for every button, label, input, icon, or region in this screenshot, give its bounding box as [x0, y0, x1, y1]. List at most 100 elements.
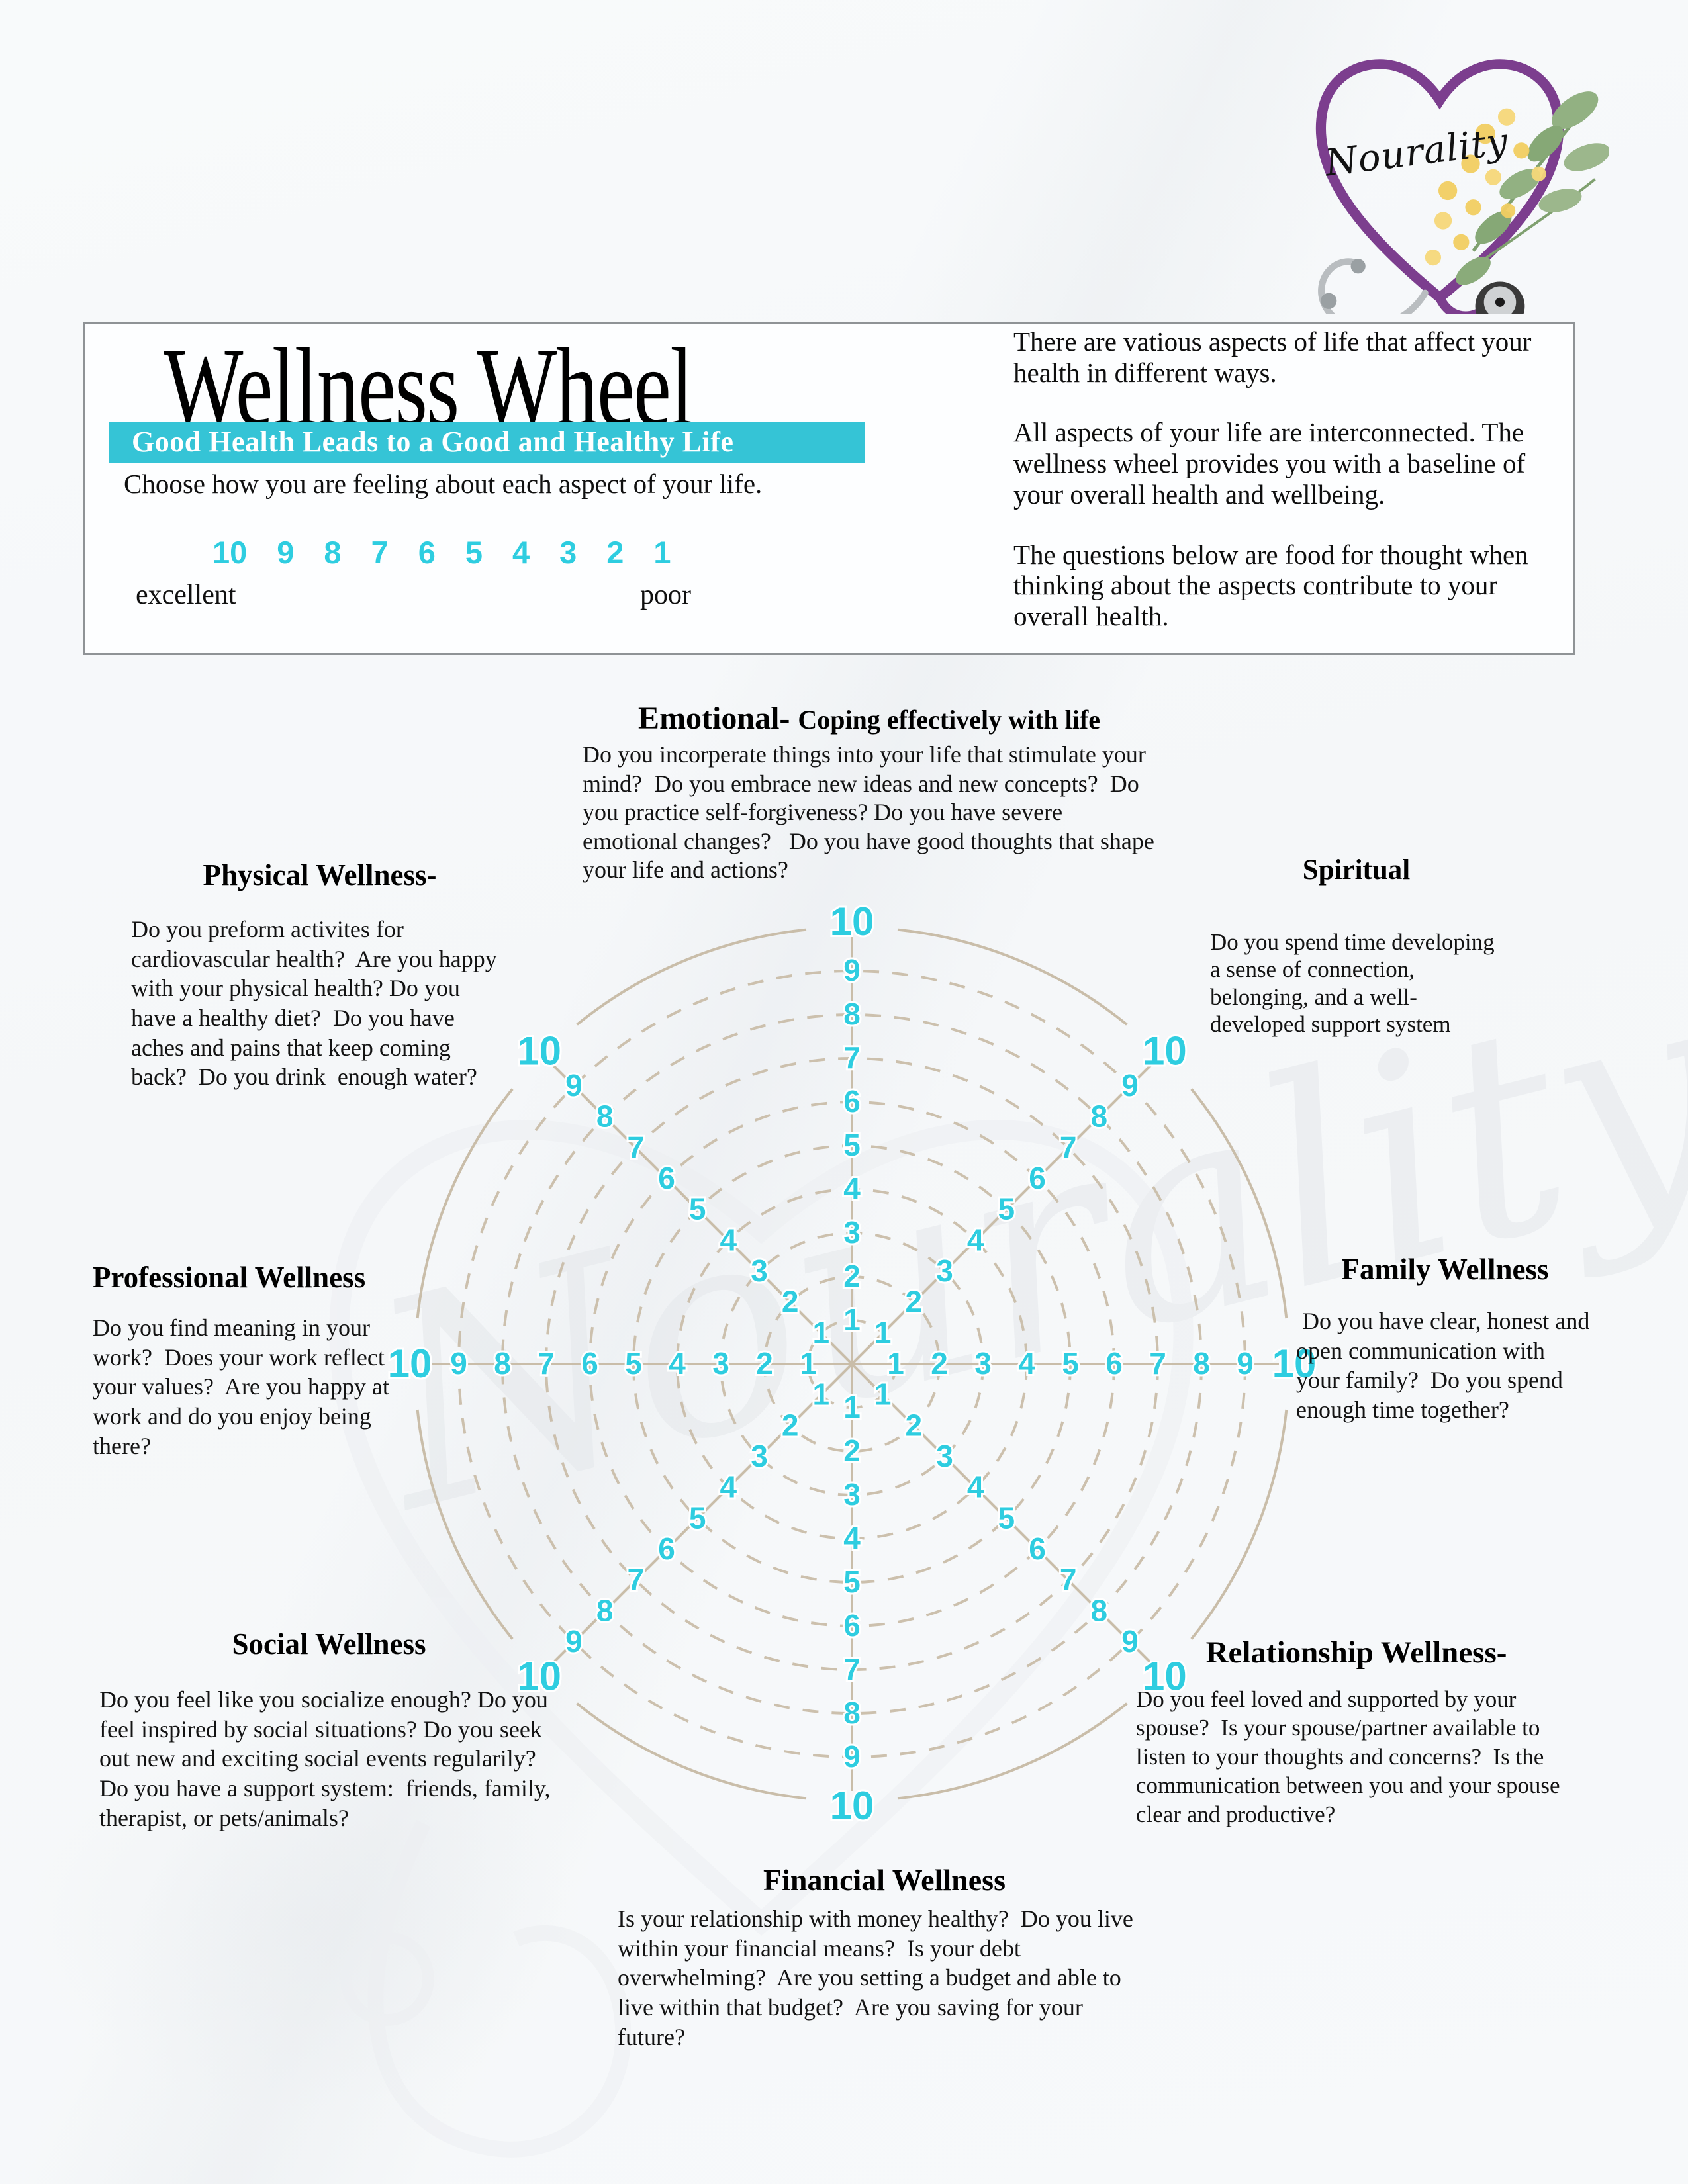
scale-number: 8	[324, 535, 342, 570]
svg-text:6: 6	[1105, 1346, 1123, 1381]
svg-text:2: 2	[906, 1408, 923, 1442]
section-body: Do you spend time developing a sense of …	[1210, 929, 1501, 1037]
section-relationship: Relationship Wellness- Do you feel loved…	[1136, 1635, 1577, 1829]
section-body: Is your relationship with money healthy?…	[618, 1905, 1139, 2050]
berries-icon	[1425, 108, 1546, 266]
section-body: Do you incorperate things into your life…	[583, 741, 1160, 884]
scale-number: 3	[559, 535, 577, 570]
section-heading: Professional Wellness	[93, 1261, 366, 1294]
intro-paragraph: The questions below are food for thought…	[1013, 539, 1528, 632]
svg-text:2: 2	[756, 1346, 773, 1381]
svg-text:4: 4	[720, 1222, 737, 1257]
section-heading: Relationship Wellness-	[1205, 1635, 1507, 1670]
intro-paragraphs: There are vatious aspects of life that a…	[1013, 326, 1572, 661]
section-heading: Family Wellness	[1341, 1253, 1549, 1286]
scale-number: 2	[606, 535, 624, 570]
svg-text:1: 1	[813, 1315, 830, 1349]
svg-text:10: 10	[517, 1654, 561, 1698]
svg-text:3: 3	[712, 1346, 729, 1381]
scale-label-excellent: excellent	[136, 580, 236, 610]
svg-text:2: 2	[782, 1408, 799, 1442]
stethoscope-tube-icon	[1318, 258, 1429, 314]
svg-text:1: 1	[800, 1346, 817, 1381]
svg-text:3: 3	[751, 1253, 768, 1288]
foliage-icon	[1456, 91, 1609, 285]
svg-text:8: 8	[843, 997, 861, 1031]
scale-number: 7	[371, 535, 389, 570]
svg-text:9: 9	[450, 1346, 467, 1381]
svg-text:7: 7	[628, 1563, 645, 1597]
svg-text:7: 7	[1060, 1563, 1077, 1597]
svg-text:5: 5	[689, 1192, 706, 1226]
scale-number: 10	[212, 535, 248, 570]
intro-paragraph: There are vatious aspects of life that a…	[1013, 326, 1532, 388]
section-physical: Physical Wellness- Do you preform activi…	[131, 858, 508, 1092]
svg-text:6: 6	[1029, 1531, 1046, 1566]
svg-text:3: 3	[843, 1215, 861, 1250]
svg-text:3: 3	[843, 1477, 861, 1512]
section-social: Social Wellness Do you feel like you soc…	[99, 1627, 559, 1833]
svg-text:2: 2	[843, 1259, 861, 1293]
svg-text:8: 8	[494, 1346, 511, 1381]
section-body: Do you feel like you socialize enough? D…	[99, 1686, 557, 1831]
svg-text:3: 3	[936, 1253, 953, 1288]
section-spiritual: Spiritual Do you spend time developing a…	[1210, 854, 1503, 1038]
svg-text:1: 1	[874, 1377, 892, 1412]
svg-text:4: 4	[967, 1222, 984, 1257]
svg-text:9: 9	[1121, 1624, 1139, 1659]
scale-number: 1	[653, 535, 671, 570]
section-body: Do you find meaning in your work? Does y…	[93, 1314, 395, 1459]
stethoscope-chestpiece-icon	[1475, 281, 1525, 314]
svg-text:8: 8	[596, 1593, 614, 1627]
nourality-logo-graphic	[1315, 59, 1609, 314]
svg-text:3: 3	[974, 1346, 992, 1381]
svg-text:9: 9	[1237, 1346, 1254, 1381]
svg-text:3: 3	[751, 1439, 768, 1473]
svg-text:9: 9	[565, 1624, 583, 1659]
svg-text:7: 7	[843, 1040, 861, 1075]
section-heading: Social Wellness	[232, 1627, 426, 1661]
svg-text:8: 8	[843, 1696, 861, 1730]
svg-text:1: 1	[887, 1346, 904, 1381]
scale-number: 5	[465, 535, 483, 570]
svg-text:6: 6	[843, 1084, 861, 1118]
rating-scale: 10 9 8 7 6 5 4 3 2 1	[212, 534, 671, 570]
svg-text:6: 6	[658, 1531, 675, 1566]
watermark-stethoscope-icon	[367, 1819, 632, 2158]
svg-text:8: 8	[1091, 1099, 1108, 1134]
section-professional: Professional Wellness Do you find meanin…	[93, 1260, 432, 1461]
svg-text:5: 5	[998, 1500, 1015, 1535]
section-body: Do you preform activites for cardiovascu…	[131, 916, 503, 1091]
svg-text:10: 10	[1143, 1654, 1187, 1698]
svg-text:6: 6	[1029, 1161, 1046, 1195]
svg-text:1: 1	[843, 1390, 861, 1424]
intro-paragraph: All aspects of your life are interconnec…	[1013, 417, 1526, 510]
scale-number: 6	[418, 535, 436, 570]
section-heading: Financial Wellness	[763, 1863, 1006, 1897]
svg-text:5: 5	[998, 1192, 1015, 1226]
svg-text:10: 10	[830, 1784, 874, 1828]
svg-text:1: 1	[843, 1302, 861, 1337]
section-heading: Physical Wellness-	[203, 858, 437, 891]
svg-text:10: 10	[1272, 1342, 1317, 1386]
section-family: Family Wellness Do you have clear, hones…	[1296, 1252, 1594, 1425]
scale-number: 9	[277, 535, 295, 570]
svg-text:5: 5	[625, 1346, 642, 1381]
header-box: Wellness Wheel Good Health Leads to a Go…	[83, 322, 1575, 655]
svg-text:10: 10	[830, 899, 874, 944]
heart-outline-icon	[1315, 59, 1564, 304]
scale-number: 4	[512, 535, 530, 570]
svg-text:6: 6	[843, 1608, 861, 1643]
svg-text:9: 9	[1121, 1068, 1139, 1103]
section-financial: Financial Wellness Is your relationship …	[618, 1862, 1151, 2052]
svg-text:8: 8	[1193, 1346, 1210, 1381]
svg-text:7: 7	[538, 1346, 555, 1381]
svg-text:5: 5	[843, 1128, 861, 1162]
svg-text:6: 6	[581, 1346, 598, 1381]
section-heading: Spiritual	[1302, 854, 1411, 886]
instruction-text: Choose how you are feeling about each as…	[124, 469, 763, 499]
svg-text:4: 4	[967, 1470, 984, 1504]
svg-text:4: 4	[843, 1521, 861, 1555]
svg-text:8: 8	[596, 1099, 614, 1134]
